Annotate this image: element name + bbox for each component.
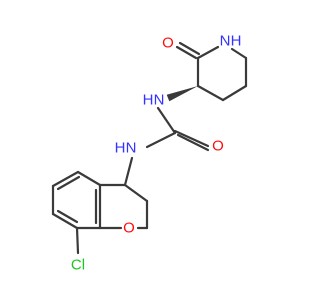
bond-urea-co-b	[176, 133, 210, 152]
bond-nh-urea-c	[156, 106, 177, 135]
bond-lactam-co-a	[175, 45, 198, 60]
upper-nh-n-label: N	[154, 92, 165, 109]
lactam-oxygen-label: O	[162, 35, 174, 52]
bond-layer	[51, 41, 248, 255]
bond-c5-c6	[51, 170, 80, 188]
bond-c4-c5	[221, 84, 248, 102]
atom-label-layer: N H O H N O H N O Cl	[71, 33, 242, 274]
lower-nh-h-label: H	[115, 140, 126, 157]
bond-c3-c4	[196, 84, 225, 102]
bond-nh-c4-chroman	[123, 156, 134, 187]
ring-nh-h-label: H	[231, 33, 242, 50]
bond-aromatic-inner-3	[56, 209, 79, 224]
bond-aromatic-inner-2	[56, 175, 81, 191]
bond-urea-c-nh	[145, 131, 177, 149]
bond-lactam-co-b	[178, 41, 201, 56]
urea-oxygen-label: O	[212, 138, 224, 155]
bond-stereo-wedge	[166, 86, 198, 102]
bond-n-c2	[196, 45, 220, 60]
bond-urea-co-a	[173, 129, 210, 148]
upper-nh-h-label: H	[143, 92, 154, 109]
bond-c7-c8	[51, 212, 79, 230]
bond-c4-c3	[123, 183, 149, 203]
ring-nh-n-label: N	[220, 33, 231, 50]
molecule-structure: N H O H N O H N O Cl	[51, 33, 248, 274]
lower-nh-n-label: N	[126, 140, 137, 157]
bond-c6-n	[230, 47, 248, 60]
chroman-oxygen-label: O	[123, 220, 135, 237]
bond-c4a-c5	[76, 170, 102, 187]
bond-c8-cl	[75, 226, 80, 255]
chlorine-label: Cl	[71, 257, 85, 274]
